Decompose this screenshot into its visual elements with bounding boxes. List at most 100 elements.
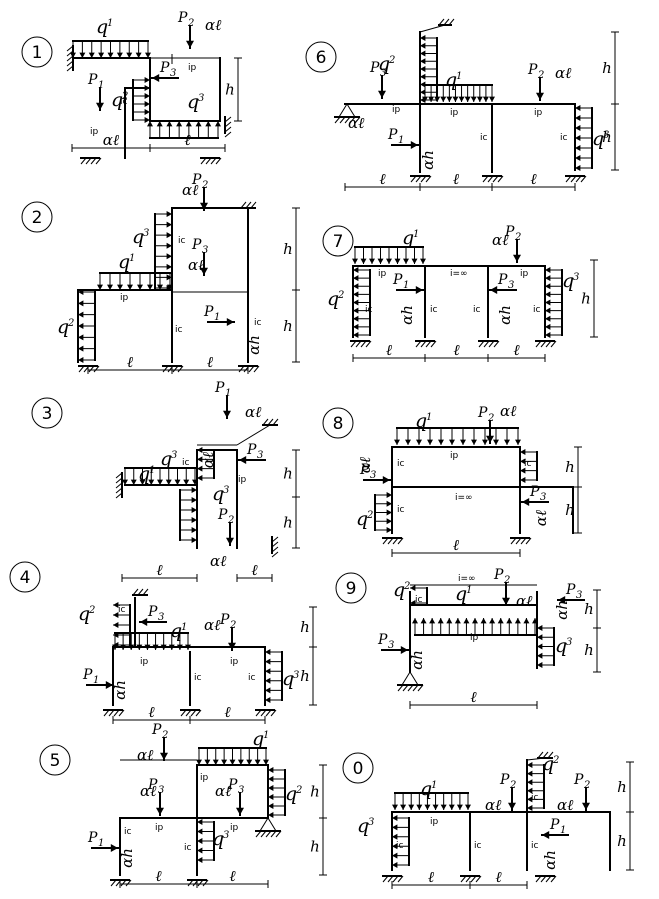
- hatch-line: [115, 492, 123, 499]
- dimension-label: αℓ: [500, 402, 516, 420]
- hatch-line: [115, 482, 123, 489]
- arrow-head: [575, 145, 581, 151]
- hatch-line: [240, 201, 247, 209]
- point-load-sub: 3: [158, 612, 164, 623]
- load-label-q2: q: [285, 783, 297, 805]
- arrow-head: [166, 221, 172, 228]
- hatch-line: [382, 875, 389, 883]
- hatch-line: [224, 131, 232, 138]
- arrow-head: [480, 618, 487, 624]
- point-load-label: P: [82, 667, 93, 683]
- hatch-line: [349, 116, 356, 124]
- arrow-head: [196, 759, 202, 765]
- arrow-head: [79, 52, 86, 58]
- hatch-line: [387, 537, 394, 545]
- load-label-sub: 1: [413, 229, 419, 240]
- hatch-line: [540, 875, 547, 883]
- hatch-line: [520, 537, 527, 545]
- point-load-label: P: [497, 272, 508, 288]
- hatch-line: [142, 588, 149, 596]
- hatch-line: [115, 472, 123, 479]
- stiffness-label-ic: ic: [365, 305, 373, 315]
- load-label-q3: q: [282, 668, 294, 690]
- arrow-head: [353, 283, 359, 290]
- arrow-head: [432, 804, 439, 810]
- arrow-head: [144, 109, 150, 115]
- hatch-line: [535, 875, 542, 883]
- hatch-line: [350, 340, 357, 348]
- arrow-head: [403, 258, 409, 264]
- arrow-head: [152, 74, 160, 82]
- dimension-label: ℓ: [495, 868, 501, 886]
- arrow-head: [545, 267, 551, 273]
- arrow-head: [140, 618, 148, 626]
- load-label-sub: 2: [88, 605, 95, 616]
- dimension-label: αℓ: [348, 114, 364, 132]
- hatch-line: [66, 45, 74, 52]
- arrow-head: [440, 804, 447, 810]
- arrow-head: [204, 759, 211, 765]
- load-label-sub: 1: [149, 465, 155, 476]
- arrow-head: [378, 90, 386, 98]
- dimension-label: ℓ: [184, 131, 190, 149]
- arrow-head: [545, 315, 551, 322]
- stiffness-label-ic: ic: [531, 793, 539, 803]
- load-label-q1: q: [402, 227, 414, 249]
- arrow-head: [144, 117, 150, 123]
- point-load-sub: 1: [403, 280, 409, 291]
- arrow-head: [460, 439, 466, 445]
- arrow-head: [197, 857, 203, 863]
- dimension-label: h: [617, 832, 627, 850]
- arrow-head: [191, 497, 197, 503]
- load-label-sub: 2: [337, 290, 344, 301]
- point-load-sub: 2: [509, 780, 516, 791]
- hatch-line: [550, 875, 557, 883]
- arrow-head: [110, 844, 118, 852]
- point-load-sub: 3: [508, 280, 514, 291]
- load-label-q1: q: [455, 583, 467, 605]
- load-label-q3: q: [212, 483, 224, 505]
- stiffness-label-iinf: i=∞: [450, 269, 468, 279]
- scheme-number-circle: [342, 752, 374, 784]
- load-label-q1: q: [445, 69, 457, 91]
- stiffness-label-ip: ip: [430, 817, 439, 827]
- arrow-head: [545, 275, 551, 282]
- arrow-head: [221, 759, 228, 765]
- arrow-head: [508, 802, 516, 810]
- arrow-head: [400, 646, 408, 654]
- arrow-head: [144, 85, 150, 91]
- dimension-label: αℓ: [210, 552, 226, 570]
- hatch-line: [66, 65, 74, 72]
- arrow-head: [386, 509, 392, 516]
- scheme-number: 9: [346, 579, 357, 599]
- arrow-head: [420, 258, 426, 264]
- dimension-label-al: αℓ: [532, 510, 550, 526]
- hatch-line: [397, 875, 404, 883]
- arrow-head: [229, 759, 236, 765]
- scheme-number-circle: [21, 36, 53, 68]
- load-label-sub: 3: [171, 450, 177, 461]
- dimension-label: ℓ: [386, 341, 392, 359]
- dimension-label: αℓ: [485, 796, 501, 814]
- point-load-label: P: [377, 632, 388, 648]
- arrow-head: [122, 479, 128, 485]
- hatch-line: [415, 175, 422, 183]
- arrow-head: [527, 779, 533, 786]
- hatch-line: [425, 340, 432, 348]
- stiffness-label-ip: ip: [155, 823, 164, 833]
- load-label-sub: 3: [566, 637, 572, 648]
- point-load-label: P: [191, 237, 202, 253]
- hatch-line: [271, 536, 279, 543]
- point-load-sub: 1: [98, 838, 104, 849]
- hatch-line: [545, 875, 552, 883]
- point-load-sub: 2: [487, 413, 494, 424]
- hatch-line: [443, 18, 450, 26]
- load-label-q1: q: [118, 251, 130, 273]
- hatch-line: [177, 365, 184, 373]
- load-label-sub: 2: [403, 581, 410, 592]
- arrow-head: [176, 121, 183, 127]
- hatch-line: [448, 18, 455, 26]
- point-load-sub: 2: [161, 730, 168, 741]
- arrow-head: [575, 105, 581, 111]
